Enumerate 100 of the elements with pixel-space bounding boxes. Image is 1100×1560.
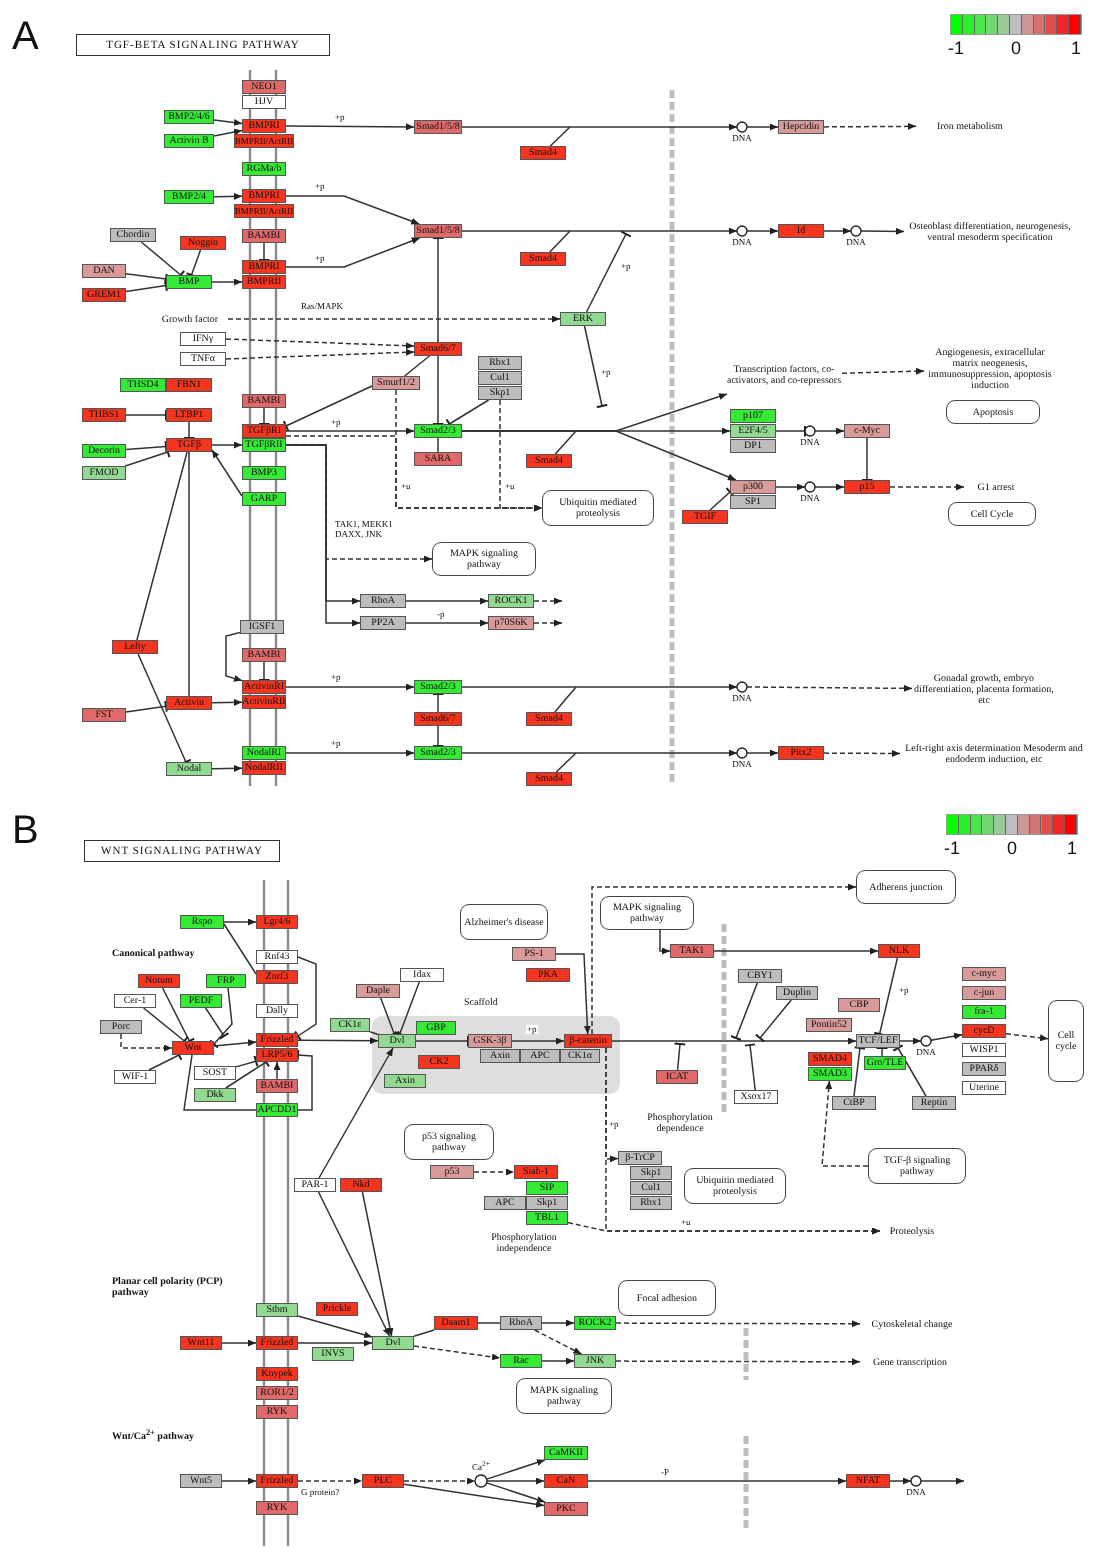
arrow: [413, 1345, 501, 1361]
connector-line: [403, 355, 431, 377]
inhibition-line: [583, 325, 609, 409]
arrow: [746, 123, 779, 131]
connector-line: [437, 437, 439, 453]
inhibition-line: [225, 1056, 271, 1089]
connector-line: [183, 1054, 257, 1111]
arrow: [223, 918, 257, 926]
inhibition-line: [182, 421, 196, 439]
arrow: [211, 698, 243, 706]
arrow: [889, 1477, 912, 1485]
arrow: [225, 338, 415, 350]
arrow: [499, 399, 543, 512]
arrow: [591, 883, 857, 1035]
arrow: [486, 1477, 545, 1485]
inhibition-line: [853, 1046, 867, 1097]
arrow: [285, 237, 421, 268]
arrow: [860, 227, 905, 235]
arrow: [213, 118, 243, 126]
inhibition-line: [125, 699, 168, 713]
arrow: [227, 315, 561, 323]
inhibition-line: [257, 242, 271, 261]
arrow: [814, 427, 845, 435]
connector-line: [555, 752, 577, 773]
inhibition-line: [185, 249, 202, 278]
arrow: [213, 128, 243, 137]
inhibition-line: [431, 237, 445, 343]
inhibition-line: [293, 956, 317, 1042]
inhibition-line: [161, 987, 196, 1045]
arrow: [318, 1047, 394, 1179]
inhibition-line: [282, 385, 373, 432]
arrow: [746, 684, 913, 692]
inhibition-line: [775, 424, 806, 438]
inhibition-line: [860, 437, 874, 481]
arrow: [615, 1320, 861, 1328]
connector-line: [413, 1329, 435, 1338]
arrow: [221, 1477, 257, 1485]
arrow: [814, 483, 845, 491]
inhibition-line: [125, 272, 168, 286]
arrow: [403, 1477, 476, 1485]
panel-letter: B: [12, 810, 41, 850]
arrow: [211, 441, 243, 449]
inhibition-line: [431, 355, 445, 425]
inhibition-line: [379, 997, 401, 1037]
arrow: [297, 1315, 373, 1339]
arrow: [285, 749, 415, 757]
arrow: [485, 1482, 546, 1503]
inhibition-line: [257, 661, 271, 681]
arrow: [461, 430, 737, 481]
inhibition-line: [673, 1042, 687, 1071]
arrow: [930, 1032, 963, 1041]
arrow: [225, 631, 243, 682]
arrow: [213, 1039, 257, 1047]
arrow: [611, 1037, 857, 1045]
arrow: [285, 427, 415, 435]
inhibition-line: [393, 981, 421, 1037]
inhibition-line: [873, 957, 899, 1037]
scale-label: 1: [1065, 839, 1079, 857]
arrow: [405, 619, 489, 627]
inhibition-line: [875, 1046, 889, 1057]
inhibition-line: [137, 653, 192, 766]
arrow: [225, 348, 415, 360]
scale-label: -1: [946, 39, 966, 57]
inhibition-line: [892, 1044, 927, 1097]
arrow: [273, 1061, 281, 1080]
inhibition-line: [431, 725, 445, 747]
arrow: [120, 1033, 173, 1052]
arrow: [485, 1459, 546, 1480]
arrow: [541, 1357, 575, 1365]
arrow: [211, 764, 243, 772]
inhibition-line: [754, 999, 792, 1043]
inhibition-line: [125, 408, 167, 422]
inhibition-line: [125, 440, 168, 454]
arrow: [775, 483, 806, 491]
inhibition-line: [743, 1043, 757, 1091]
arrow: [297, 1477, 363, 1485]
inhibition-line: [204, 1007, 230, 1040]
arrow: [297, 1037, 379, 1045]
inhibition-line: [445, 399, 490, 430]
inhibition-line: [729, 982, 759, 1041]
arrow: [533, 1329, 583, 1355]
inhibition-line: [125, 279, 168, 293]
inhibition-line: [235, 1054, 259, 1068]
arrow: [211, 449, 243, 497]
arrow: [405, 597, 489, 605]
arrow: [403, 1483, 545, 1508]
scale-label: 0: [1005, 839, 1019, 857]
inhibition-line: [142, 1007, 189, 1047]
arrow: [511, 1037, 565, 1045]
inhibition-line: [709, 486, 735, 511]
arrow: [746, 227, 779, 235]
connector-line: [549, 126, 571, 147]
arrow: [841, 367, 925, 375]
arrow: [889, 483, 965, 491]
arrow: [920, 1477, 965, 1485]
inhibition-line: [124, 445, 171, 467]
connector-line: [477, 1322, 501, 1324]
panel-letter: A: [12, 16, 41, 56]
scale-label: 0: [1009, 39, 1023, 57]
arrow: [555, 953, 591, 1035]
